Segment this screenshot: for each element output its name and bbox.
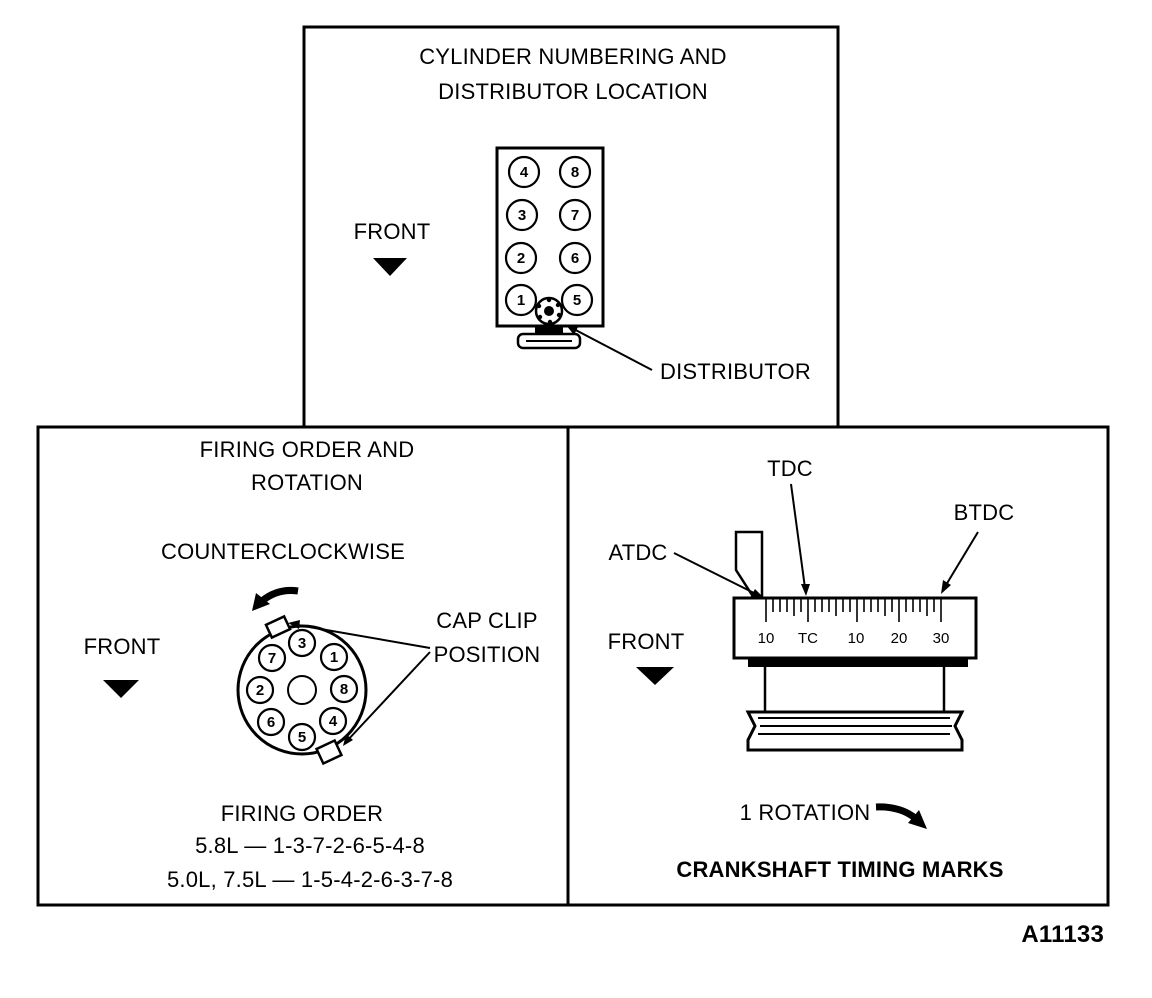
right-panel-frame (566, 425, 1110, 907)
distributor-leader-line (567, 325, 653, 371)
svg-text:1: 1 (330, 649, 338, 666)
right-bank-cylinders: 8 7 6 5 (558, 155, 594, 317)
svg-text:7: 7 (571, 207, 579, 224)
scale-label-20: 20 (891, 630, 908, 647)
right-front-label: FRONT (608, 629, 685, 654)
left-front-label: FRONT (84, 634, 161, 659)
distributor-icon (516, 296, 582, 350)
timing-scale-plate (732, 596, 978, 660)
one-rotation-label: 1 ROTATION (740, 800, 871, 825)
cylinder-8: 8 (558, 155, 592, 189)
svg-text:3: 3 (518, 207, 526, 224)
svg-text:4: 4 (520, 164, 529, 181)
top-panel-title-line2: DISTRIBUTOR LOCATION (438, 79, 708, 104)
left-bank-cylinders: 4 3 2 1 (504, 155, 541, 317)
cap-terminal-8: 8 (329, 674, 359, 704)
scale-label-10-atdc: 10 (758, 630, 775, 647)
right-front-arrow-icon (636, 667, 674, 685)
counterclockwise-arrow-icon (252, 587, 299, 611)
firing-order-line2: 5.0L, 7.5L — 1-5-4-2-6-3-7-8 (167, 867, 453, 892)
firing-order-line1: 5.8L — 1-3-7-2-6-5-4-8 (195, 833, 425, 858)
left-panel-title-line2: ROTATION (251, 470, 363, 495)
atdc-label: ATDC (608, 540, 667, 565)
cylinder-7: 7 (558, 198, 592, 232)
svg-text:5: 5 (298, 729, 306, 746)
cap-terminal-5: 5 (287, 722, 317, 752)
tdc-leader (790, 483, 810, 596)
left-front-arrow-icon (103, 680, 139, 698)
svg-text:8: 8 (340, 681, 348, 698)
svg-text:7: 7 (268, 650, 276, 667)
svg-text:5: 5 (573, 292, 581, 309)
cylinder-2: 2 (504, 241, 538, 275)
svg-text:1: 1 (517, 292, 525, 309)
cap-clip-label-line2: POSITION (434, 642, 541, 667)
crankshaft-damper (745, 658, 968, 752)
rotation-direction-label: COUNTERCLOCKWISE (161, 539, 405, 564)
distributor-label: DISTRIBUTOR (660, 359, 811, 384)
cylinder-1: 1 (504, 283, 538, 317)
cylinder-4: 4 (507, 155, 541, 189)
cap-terminal-4: 4 (318, 706, 348, 736)
svg-text:8: 8 (571, 164, 579, 181)
firing-order-title: FIRING ORDER (221, 801, 384, 826)
cap-clip-top (264, 614, 292, 640)
figure-id: A11133 (1021, 921, 1104, 948)
rotation-arrow-icon (875, 803, 927, 829)
timing-pointer (734, 530, 764, 600)
cap-terminal-7: 7 (257, 643, 287, 673)
svg-text:2: 2 (256, 682, 264, 699)
cylinder-6: 6 (558, 241, 592, 275)
btdc-leader (941, 531, 979, 594)
top-front-label: FRONT (354, 219, 431, 244)
front-arrow-icon (373, 258, 407, 276)
btdc-label: BTDC (954, 500, 1015, 525)
svg-text:2: 2 (517, 250, 525, 267)
cap-terminal-1: 1 (319, 642, 349, 672)
distributor-leader-arrowhead (566, 325, 578, 335)
tdc-label: TDC (767, 456, 813, 481)
svg-text:3: 3 (298, 635, 306, 652)
cap-terminal-6: 6 (256, 707, 286, 737)
atdc-leader (673, 552, 764, 598)
cap-terminals: 3 1 8 4 5 6 2 7 (245, 628, 359, 752)
timing-scale-ticks (765, 598, 942, 622)
cap-clip-leader-lines (288, 620, 431, 746)
cap-center-hole (287, 675, 317, 705)
cylinder-3: 3 (505, 198, 539, 232)
left-panel-title-line1: FIRING ORDER AND (200, 437, 415, 462)
scale-label-tc: TC (798, 630, 818, 647)
cap-terminal-3: 3 (287, 628, 317, 658)
crankshaft-caption: CRANKSHAFT TIMING MARKS (676, 857, 1003, 882)
svg-text:4: 4 (329, 713, 338, 730)
svg-text:6: 6 (571, 250, 579, 267)
scale-label-30: 30 (933, 630, 950, 647)
cap-terminal-2: 2 (245, 675, 275, 705)
svg-text:6: 6 (267, 714, 275, 731)
cap-clip-bottom (314, 738, 344, 766)
top-panel-title-line1: CYLINDER NUMBERING AND (419, 44, 727, 69)
cylinder-5: 5 (560, 283, 594, 317)
scale-label-10-btdc: 10 (848, 630, 865, 647)
cap-clip-label-line1: CAP CLIP (436, 608, 537, 633)
